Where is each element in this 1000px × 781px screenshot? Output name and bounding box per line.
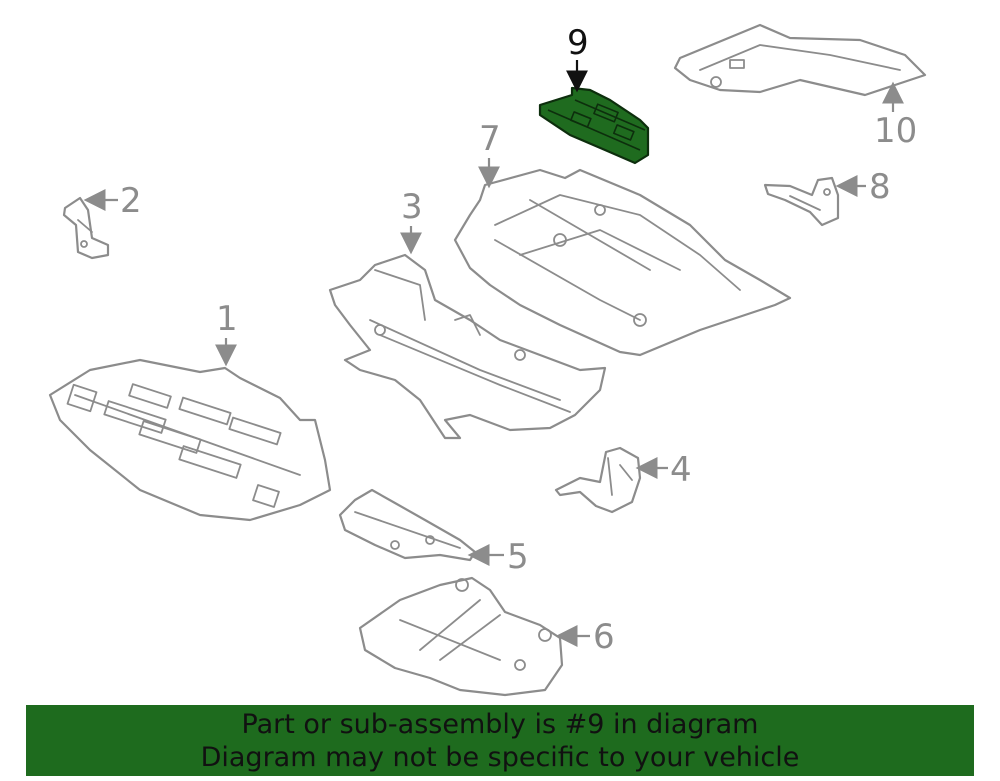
notice-banner: Part or sub-assembly is #9 in diagram Di… [26, 705, 974, 776]
part-6-lower-shield[interactable] [358, 576, 564, 697]
part-8-bracket[interactable] [763, 176, 840, 227]
callout-1[interactable]: 1 [216, 299, 238, 339]
banner-line-2: Diagram may not be specific to your vehi… [200, 741, 800, 773]
part-9-bracket[interactable] [538, 86, 650, 165]
callout-7[interactable]: 7 [479, 119, 501, 159]
callout-10[interactable]: 10 [874, 111, 917, 151]
parts-diagram: 1 2 3 4 5 6 7 8 9 10 [48, 23, 927, 697]
banner-line-1: Part or sub-assembly is #9 in diagram [241, 708, 759, 740]
callout-6[interactable]: 6 [593, 617, 615, 657]
part-5-side-shield[interactable] [338, 488, 477, 562]
callout-4[interactable]: 4 [670, 450, 692, 490]
part-2-bracket[interactable] [62, 196, 110, 260]
part-1-front-skid-plate[interactable] [48, 358, 332, 522]
part-7-rear-shield[interactable] [453, 168, 792, 357]
part-10-shield[interactable] [673, 23, 927, 97]
callout-9[interactable]: 9 [567, 23, 589, 63]
callout-3[interactable]: 3 [401, 187, 423, 227]
part-3-center-shield[interactable] [328, 253, 607, 440]
callout-8[interactable]: 8 [869, 167, 891, 207]
part-4-bracket[interactable] [554, 446, 642, 514]
callout-5[interactable]: 5 [507, 537, 529, 577]
callout-2[interactable]: 2 [120, 181, 142, 221]
